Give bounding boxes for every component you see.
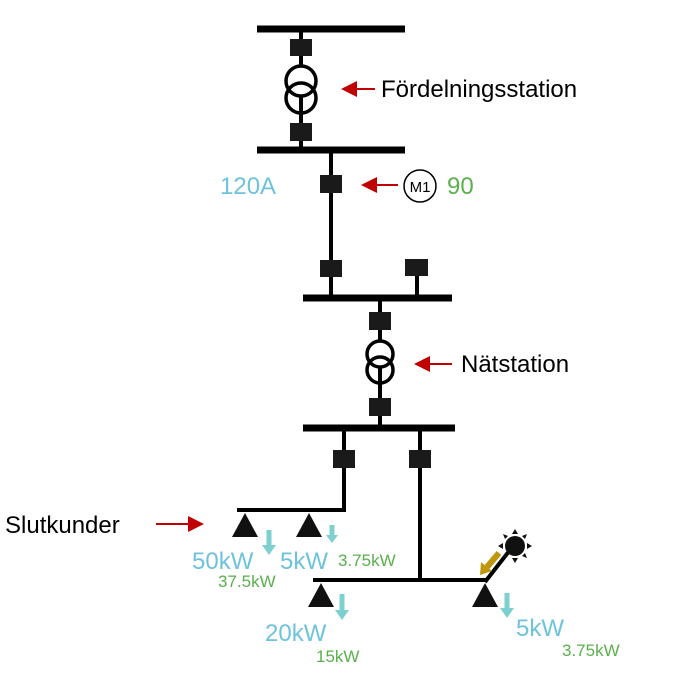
distribution-station-label: Fördelningsstation <box>381 76 577 103</box>
transformer-icon <box>284 81 318 115</box>
solar-feed-arrow <box>480 551 502 575</box>
load-rated: 20kW <box>265 620 327 647</box>
load-rated: 5kW <box>516 615 564 642</box>
pointer-arrows <box>156 81 452 532</box>
load-arrows <box>262 525 514 620</box>
load-triangle-icon <box>472 583 498 607</box>
breaker-icon <box>333 450 355 468</box>
breaker-icon <box>369 312 391 330</box>
breaker-icon <box>320 175 342 193</box>
load-actual: 3.75kW <box>562 641 620 660</box>
breakers <box>290 39 431 468</box>
load-rated: 5kW <box>280 548 328 575</box>
load-triangle-icon <box>308 583 334 607</box>
end-customers-label: Slutkunder <box>5 512 120 539</box>
breaker-icon <box>369 398 391 416</box>
load-rated: 50kW <box>192 548 254 575</box>
breaker-icon <box>405 259 428 276</box>
breaker-icon <box>409 450 431 468</box>
breaker-icon <box>290 123 312 141</box>
load-triangle-icon <box>296 513 322 537</box>
feeders <box>237 29 512 584</box>
transformer-icon <box>365 355 395 385</box>
transformer-icon <box>284 64 318 98</box>
meter-icon: M1 <box>403 169 437 203</box>
substation-label: Nätstation <box>461 351 569 378</box>
sun-icon <box>498 529 532 563</box>
load-actual: 37.5kW <box>218 572 276 591</box>
load-actual: 15kW <box>316 647 359 666</box>
breaker-icon <box>290 39 312 56</box>
load-triangle-icon <box>232 513 258 537</box>
transformers <box>284 64 395 385</box>
loads <box>232 513 498 607</box>
current-reading: 120A <box>220 173 276 200</box>
breaker-icon <box>320 260 342 277</box>
meter-value: 90 <box>447 173 474 200</box>
meter-label: M1 <box>410 179 431 196</box>
load-actual: 3.75kW <box>338 551 396 570</box>
